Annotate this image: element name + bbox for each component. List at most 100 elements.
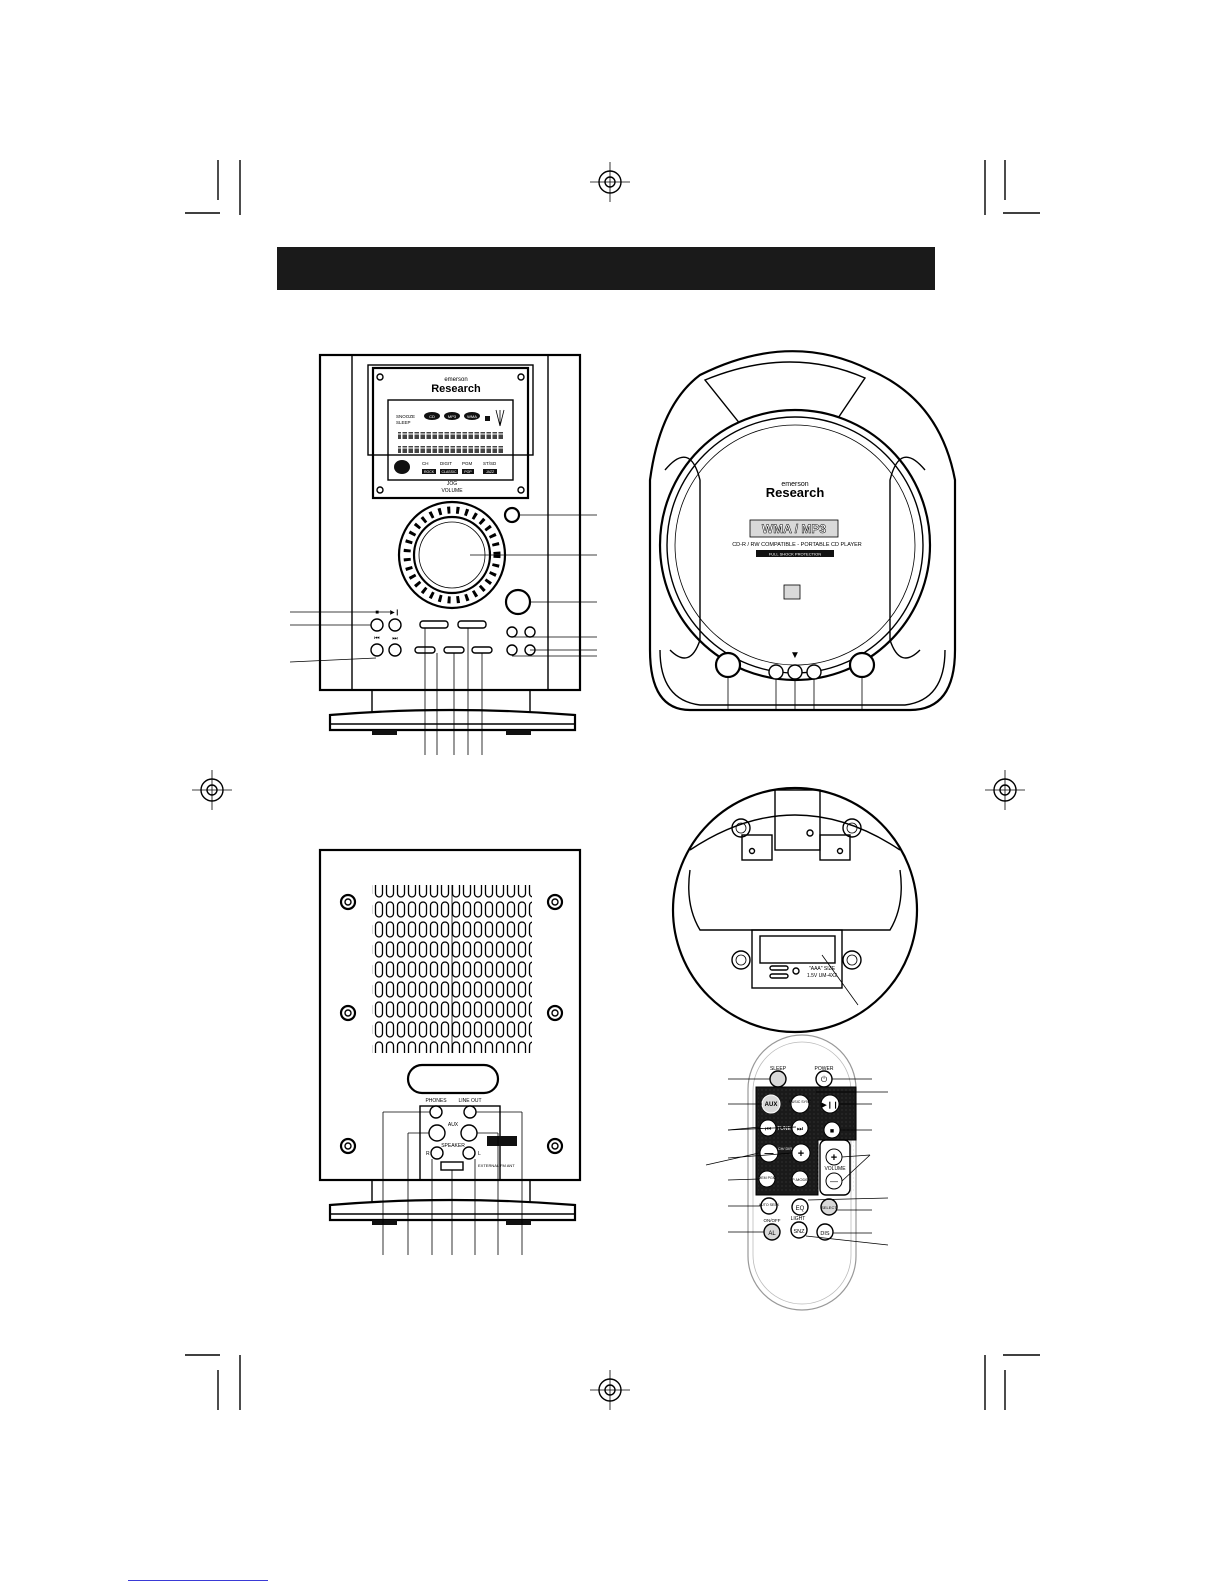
- speaker-r-label: R: [426, 1151, 430, 1157]
- lcd-wma: WMA: [467, 414, 477, 419]
- lcd-cd: CD: [429, 414, 435, 419]
- lcd-snooze: SNOOZE: [396, 414, 415, 419]
- cd-brand-large: Research: [766, 485, 825, 500]
- main-brand-large: Research: [431, 383, 481, 395]
- remote-mode-label: P-MODE: [792, 1177, 808, 1182]
- remote-dis-button[interactable]: [816, 1223, 834, 1241]
- lcd-stsd: ST/SD: [483, 461, 497, 466]
- svg-text:▶❙: ▶❙: [390, 609, 400, 616]
- remote-snz-label: SNZ: [794, 1229, 806, 1235]
- battery-spec: 1.5V UM-4X2: [807, 973, 837, 979]
- svg-text:▼: ▼: [790, 650, 800, 661]
- remote-control: SLEEP POWER ⏻ AUX MUSIC SYNC ▶❙❙ ⏮ TUNE …: [705, 1034, 889, 1311]
- remote-eq-label: EQ: [796, 1206, 805, 1212]
- lcd-jazz: JAZZ: [486, 470, 495, 474]
- lock-icon: [485, 416, 490, 421]
- screw-icon: [339, 893, 564, 1155]
- svg-text:■: ■: [375, 610, 379, 616]
- speaker-l-label: L: [478, 1151, 481, 1157]
- svg-text:⏭: ⏭: [392, 636, 398, 642]
- antenna-socket: [440, 1161, 464, 1171]
- power-icon: ⏻: [821, 1075, 828, 1084]
- remote-select-label: SELECT: [821, 1205, 837, 1210]
- lcd-digit: DIGIT: [440, 461, 452, 466]
- line-out-jack: [463, 1105, 477, 1119]
- remote-aux-label: AUX: [765, 1102, 778, 1108]
- remote-music-sync-button[interactable]: [790, 1094, 810, 1114]
- remote-sensor: [504, 588, 532, 616]
- registration-mark-right: [985, 770, 1025, 810]
- remote-snz-button[interactable]: [790, 1221, 808, 1239]
- registration-mark-bottom: [590, 1370, 630, 1410]
- jog-label: JOG: [447, 481, 457, 487]
- registration-mark-top: [590, 162, 630, 202]
- stop-icon: ■: [830, 1128, 834, 1135]
- next-icon: ⏭: [797, 1126, 804, 1133]
- lcd-display: SNOOZE SLEEP CD MP3 WMA CH DIGIT PGM ST/…: [387, 399, 514, 481]
- prev-icon: ⏮: [765, 1126, 771, 1133]
- remote-next-button[interactable]: [791, 1119, 809, 1137]
- remote-sleep-label: SLEEP: [770, 1066, 787, 1072]
- remote-mode-button[interactable]: [791, 1170, 809, 1188]
- cd-player-bottom: "AAA" SIZE 1.5V UM-4X2: [671, 786, 919, 1034]
- remote-auto-seek-label: AUTO SEEK: [759, 1203, 780, 1207]
- disc-icon: [394, 460, 410, 474]
- lcd-mp3: MP3: [448, 414, 457, 419]
- protection-text: FULL SHOCK PROTECTION: [769, 552, 821, 557]
- cd-brand-small: emerson: [781, 481, 808, 488]
- remote-on-off-label: ON/OFF: [764, 1218, 781, 1223]
- compat-text: CD-R / RW COMPATIBLE - PORTABLE CD PLAYE…: [732, 542, 862, 548]
- speaker-l-jack: [462, 1146, 476, 1160]
- antenna-icon: [495, 409, 505, 427]
- lcd-rock: ROCK: [424, 470, 435, 474]
- remote-power-label: POWER: [815, 1066, 834, 1072]
- speaker-r-jack: [430, 1146, 444, 1160]
- volume-label: VOLUME: [441, 488, 463, 494]
- lcd-classic: CLASSIC: [442, 470, 457, 474]
- remote-eq-button[interactable]: [791, 1198, 809, 1216]
- cd-logo-icon: [783, 584, 801, 600]
- main-unit-rear: PHONES LINE OUT AUX SPEAKER R L EXTERNAL…: [318, 848, 582, 1255]
- plus-icon: +: [798, 1148, 804, 1160]
- screw-icon: [731, 818, 862, 970]
- aux-label: AUX: [448, 1122, 459, 1128]
- footer-link-underline: [128, 1580, 268, 1581]
- battery-size: "AAA" SIZE: [809, 966, 836, 972]
- remote-tune-label: TUNE: [777, 1126, 791, 1132]
- antenna-label: EXTERNAL FM ANT: [478, 1163, 515, 1168]
- aux-jack-right: [460, 1124, 478, 1142]
- remote-mem-pgm-label: MEM PGM: [758, 1176, 776, 1180]
- remote-volume-label: VOLUME: [824, 1166, 846, 1172]
- lcd-sleep: SLEEP: [396, 420, 411, 425]
- phones-label: PHONES: [425, 1098, 447, 1104]
- lcd-pgm: PGM: [462, 461, 473, 466]
- format-badge: WMA / MP3: [762, 522, 827, 536]
- remote-al-label: AL: [768, 1231, 776, 1237]
- registration-mark-left: [192, 770, 232, 810]
- header-bar: [277, 247, 935, 290]
- sensor-button: [503, 506, 521, 524]
- main-brand-small: emerson: [444, 377, 467, 383]
- remote-ch-dir-label: CH/ DIR: [778, 1147, 792, 1151]
- vol-plus-icon: +: [831, 1152, 837, 1164]
- svg-text:⏮: ⏮: [374, 636, 380, 642]
- phones-jack: [429, 1105, 443, 1119]
- remote-sleep-button[interactable]: [769, 1070, 787, 1088]
- aux-jack-left: [428, 1124, 446, 1142]
- remote-light-label: LIGHT: [791, 1216, 806, 1222]
- minus-icon: —: [765, 1148, 774, 1158]
- line-out-label: LINE OUT: [458, 1098, 481, 1104]
- lcd-pop: POP: [464, 470, 472, 474]
- vol-minus-icon: —: [830, 1177, 838, 1186]
- remote-music-sync-label: MUSIC SYNC: [789, 1100, 812, 1104]
- rear-label-plate: [487, 1136, 517, 1146]
- lcd-ch: CH: [422, 461, 429, 466]
- main-unit-front: emerson Research SNOOZE SLEEP CD MP3 WMA…: [289, 353, 597, 755]
- remote-minus-button[interactable]: [759, 1143, 779, 1163]
- remote-dis-label: DIS: [820, 1231, 830, 1237]
- portable-cd-player: emerson Research WMA / MP3 CD-R / RW COM…: [648, 350, 957, 712]
- remote-select-button[interactable]: [820, 1198, 838, 1216]
- play-pause-icon: ▶❙❙: [821, 1101, 838, 1109]
- crop-marks: [185, 160, 1040, 1410]
